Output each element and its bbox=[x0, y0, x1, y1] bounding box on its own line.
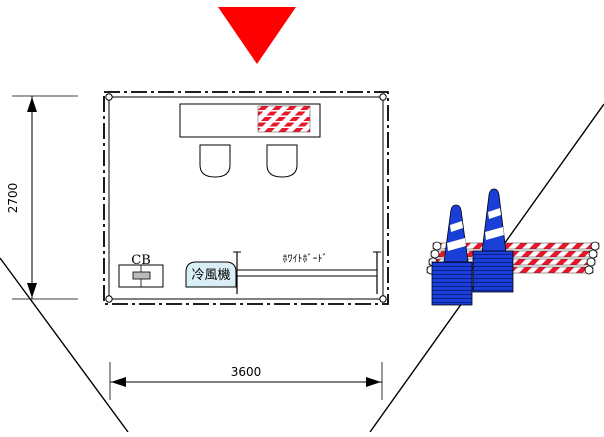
entrance-marker-icon bbox=[218, 7, 296, 64]
enclosure-frame bbox=[103, 91, 389, 305]
chair-right bbox=[266, 144, 298, 178]
circuit-breaker: CB bbox=[118, 253, 164, 288]
traffic-cone-right-icon bbox=[472, 188, 514, 293]
height-dimension: 2700 bbox=[6, 95, 78, 300]
height-dimension-label: 2700 bbox=[6, 183, 20, 214]
stored-barriers bbox=[257, 105, 311, 133]
air-conditioner: 冷風機 bbox=[185, 261, 237, 288]
chair-left bbox=[199, 144, 231, 178]
width-dimension-label: 3600 bbox=[231, 365, 262, 379]
desk bbox=[179, 103, 321, 138]
whiteboard: ﾎﾜｲﾄﾎﾞｰﾄﾞ bbox=[233, 251, 381, 294]
cone-barrier-group bbox=[426, 188, 600, 306]
width-dimension: 3600 bbox=[109, 362, 383, 400]
air-conditioner-label: 冷風機 bbox=[191, 268, 230, 283]
breaker-label: CB bbox=[131, 253, 151, 268]
traffic-cone-left-icon bbox=[431, 204, 473, 306]
whiteboard-label: ﾎﾜｲﾄﾎﾞｰﾄﾞ bbox=[283, 253, 328, 265]
